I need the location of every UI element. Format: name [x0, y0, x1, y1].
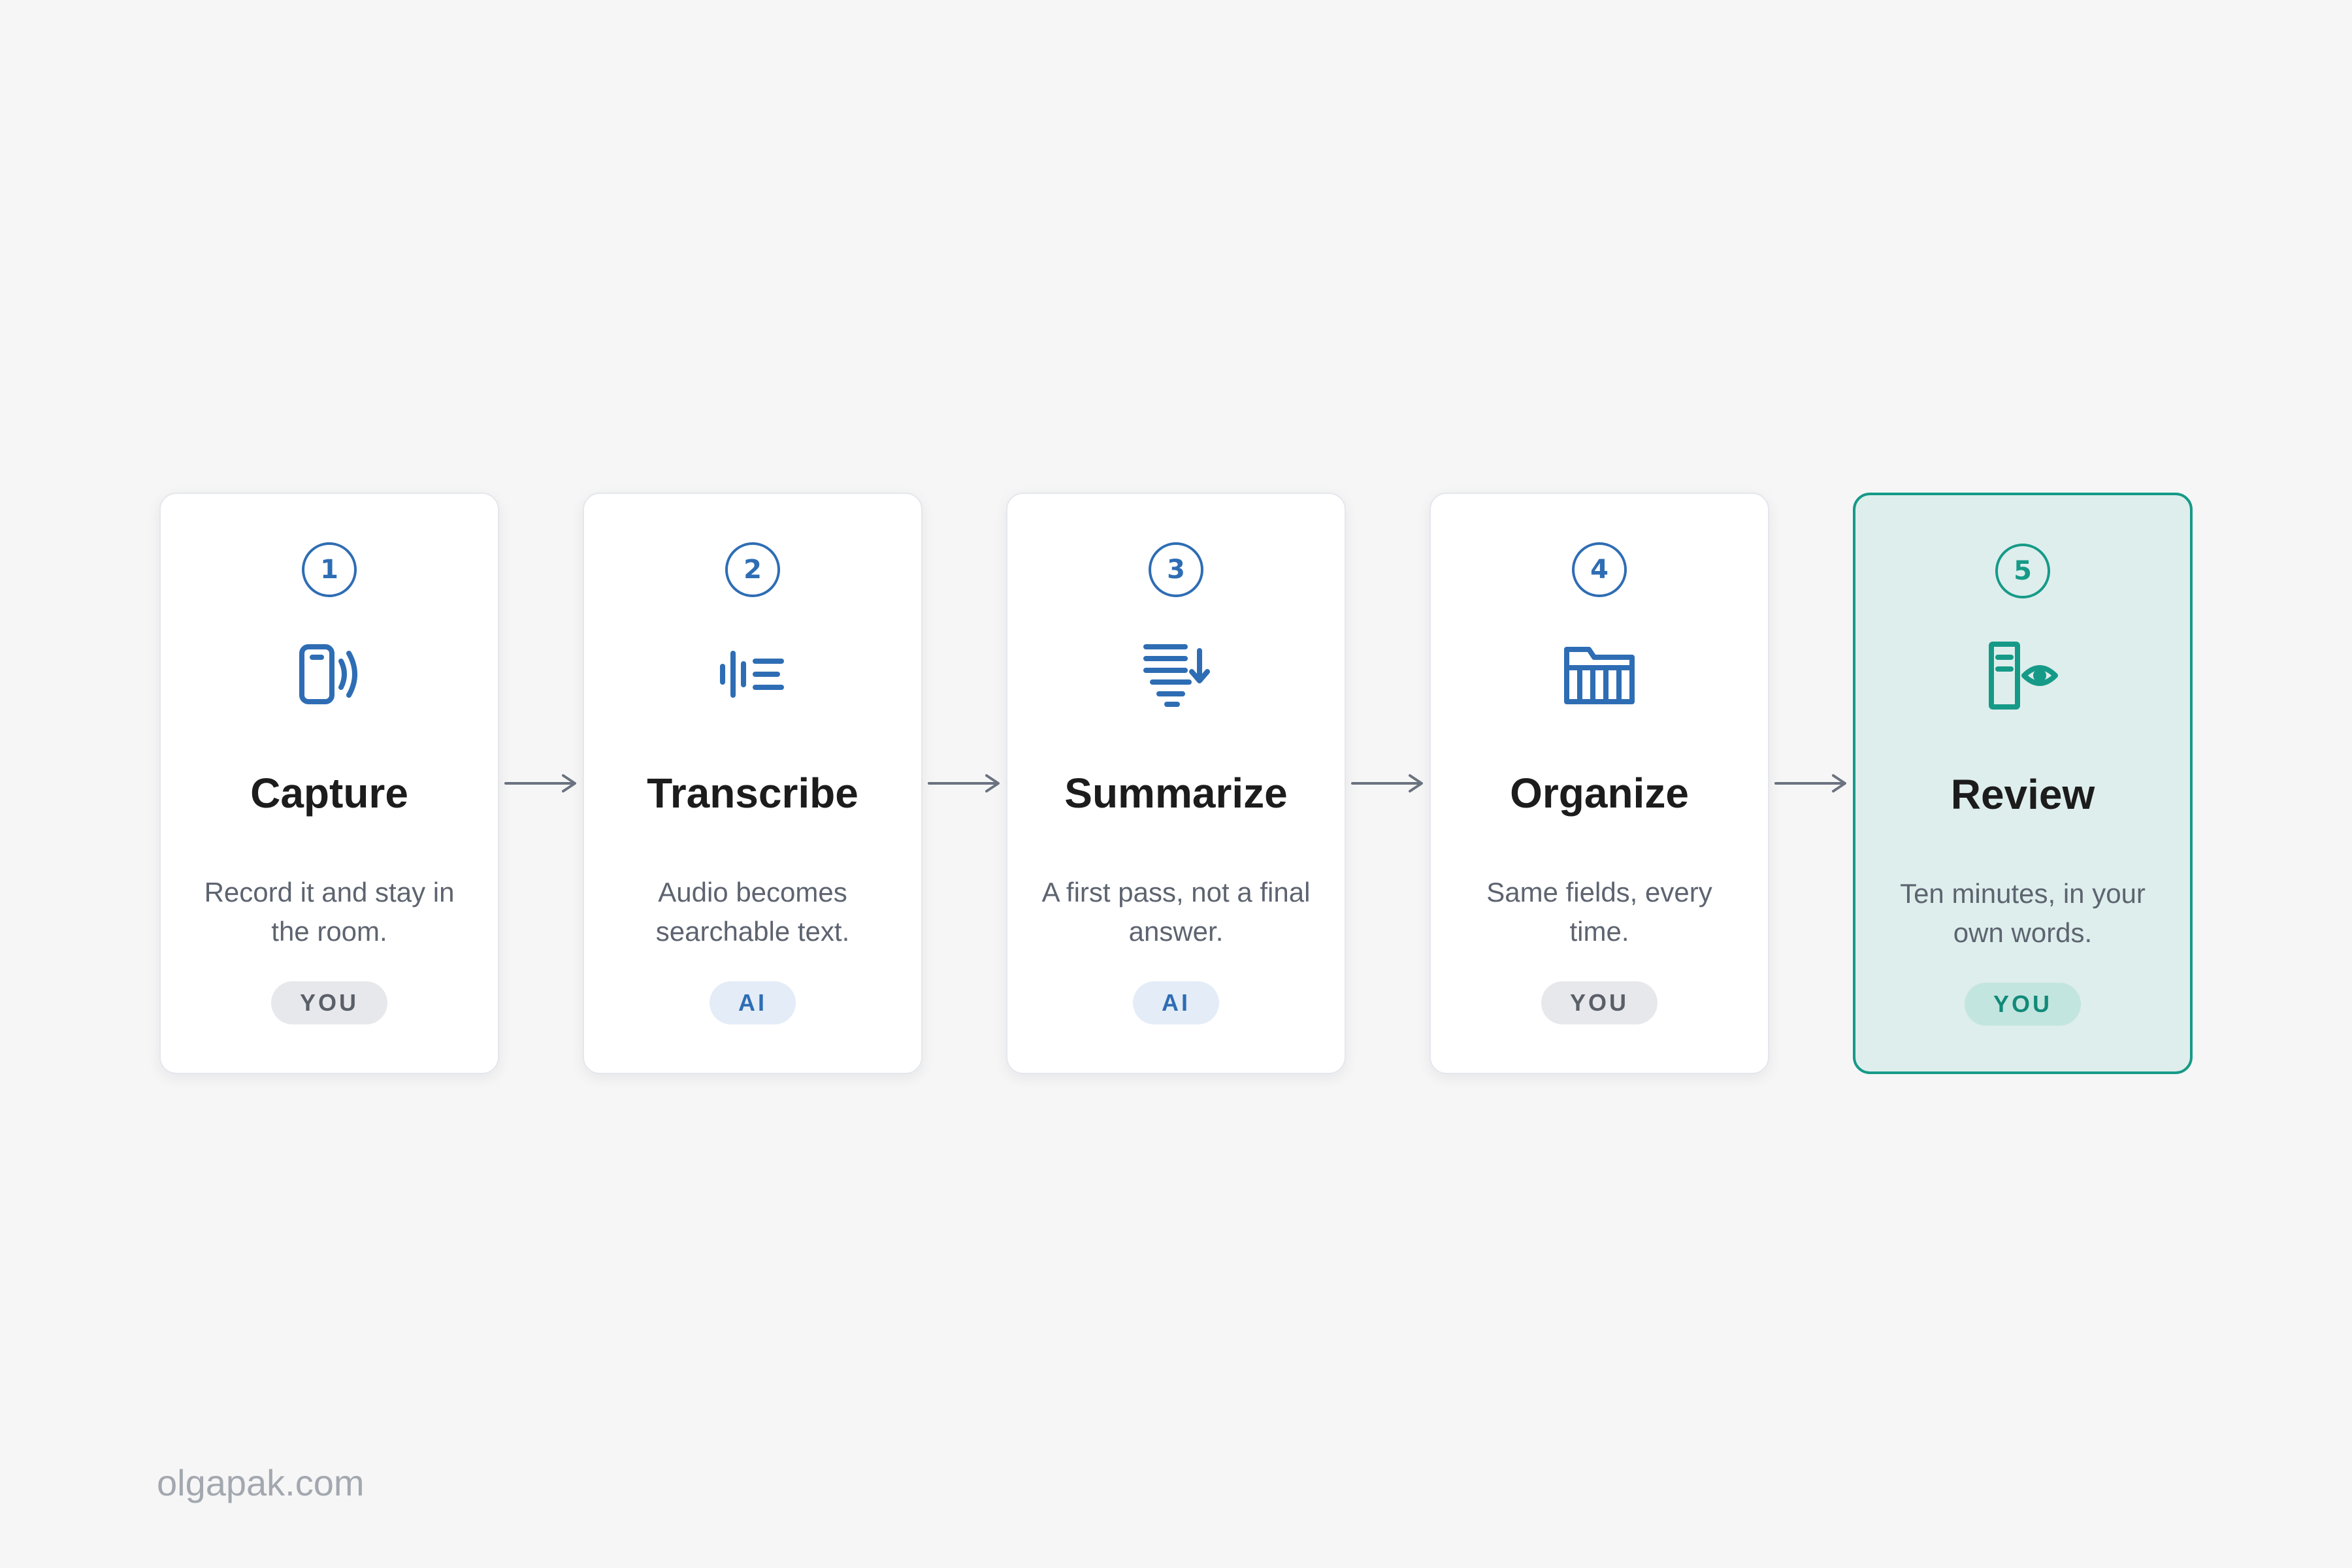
phone-sound-icon: [290, 635, 368, 713]
step-number: 3: [1149, 542, 1203, 597]
actor-badge: AI: [710, 981, 796, 1024]
actor-badge: YOU: [1964, 983, 2082, 1026]
arrow-right-icon: [1769, 770, 1853, 796]
step-title: Capture: [250, 770, 408, 817]
document-eye-icon: [1984, 636, 2062, 715]
step-description: Same fields, every time.: [1486, 877, 1712, 947]
step-card-transcribe: 2 Transcribe Audio becomes searchable te…: [583, 493, 923, 1074]
step-title: Transcribe: [647, 770, 858, 817]
step-title: Review: [1950, 771, 2095, 818]
step-number: 5: [1995, 544, 2050, 598]
step-title: Organize: [1510, 770, 1689, 817]
step-card-organize: 4 Organize Same fields, every time. YOU: [1429, 493, 1769, 1074]
step-description: Ten minutes, in your own words.: [1900, 878, 2146, 948]
waveform-lines-icon: [713, 635, 792, 713]
lines-down-arrow-icon: [1137, 635, 1215, 713]
step-card-summarize: 3 Summarize A first pass, not a final an…: [1006, 493, 1346, 1074]
step-number: 1: [302, 542, 357, 597]
step-number: 2: [725, 542, 780, 597]
step-description: Audio becomes searchable text.: [655, 877, 850, 947]
arrow-right-icon: [1346, 770, 1429, 796]
actor-badge: YOU: [270, 981, 388, 1024]
step-card-review: 5 Review Ten minutes, in your own words.…: [1853, 493, 2193, 1074]
folder-grid-icon: [1560, 635, 1639, 713]
arrow-right-icon: [499, 770, 583, 796]
arrow-right-icon: [923, 770, 1006, 796]
step-description: A first pass, not a final answer.: [1041, 877, 1311, 947]
actor-badge: YOU: [1541, 981, 1658, 1024]
actor-badge: AI: [1133, 981, 1219, 1024]
workflow-pipeline: 1 Capture Record it and stay in the room…: [159, 493, 2193, 1074]
step-description: Record it and stay in the room.: [204, 877, 455, 947]
footer-site-url: olgapak.com: [157, 1462, 365, 1503]
step-title: Summarize: [1064, 770, 1288, 817]
step-number: 4: [1572, 542, 1627, 597]
step-card-capture: 1 Capture Record it and stay in the room…: [159, 493, 499, 1074]
